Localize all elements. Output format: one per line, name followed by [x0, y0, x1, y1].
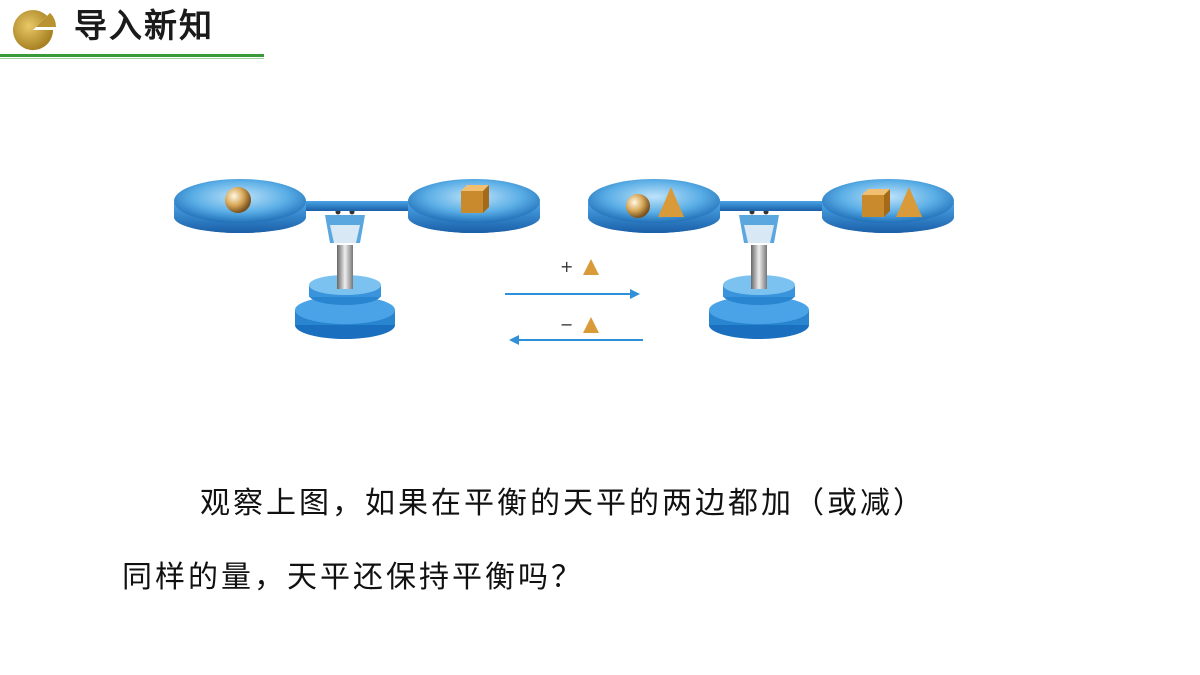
header-divider — [0, 54, 264, 57]
add-label: + — [560, 257, 573, 276]
cone-icon — [896, 187, 922, 217]
section-header: 导入新知 — [0, 0, 265, 62]
arrow-right-icon — [630, 289, 640, 299]
page-title: 导入新知 — [74, 6, 214, 45]
left-balance-scale — [174, 179, 540, 339]
operation-arrows: + − — [505, 257, 643, 345]
subtract-label: − — [560, 315, 573, 334]
cone-icon — [658, 187, 684, 217]
pie-chart-icon — [13, 10, 56, 51]
right-balance-scale — [588, 179, 954, 339]
body-text-line-1: 观察上图，如果在平衡的天平的两边都加（或减） — [200, 486, 926, 521]
arrow-left-icon — [509, 335, 519, 345]
cone-icon — [583, 259, 599, 275]
balance-scale-diagram: + − — [174, 179, 954, 345]
cube-icon — [862, 189, 890, 217]
cone-icon — [583, 317, 599, 333]
cube-icon — [461, 185, 489, 213]
sphere-icon — [225, 187, 251, 213]
body-text-line-2: 同样的量，天平还保持平衡吗？ — [122, 560, 584, 595]
header-divider-light — [0, 58, 264, 59]
sphere-icon — [626, 194, 650, 218]
